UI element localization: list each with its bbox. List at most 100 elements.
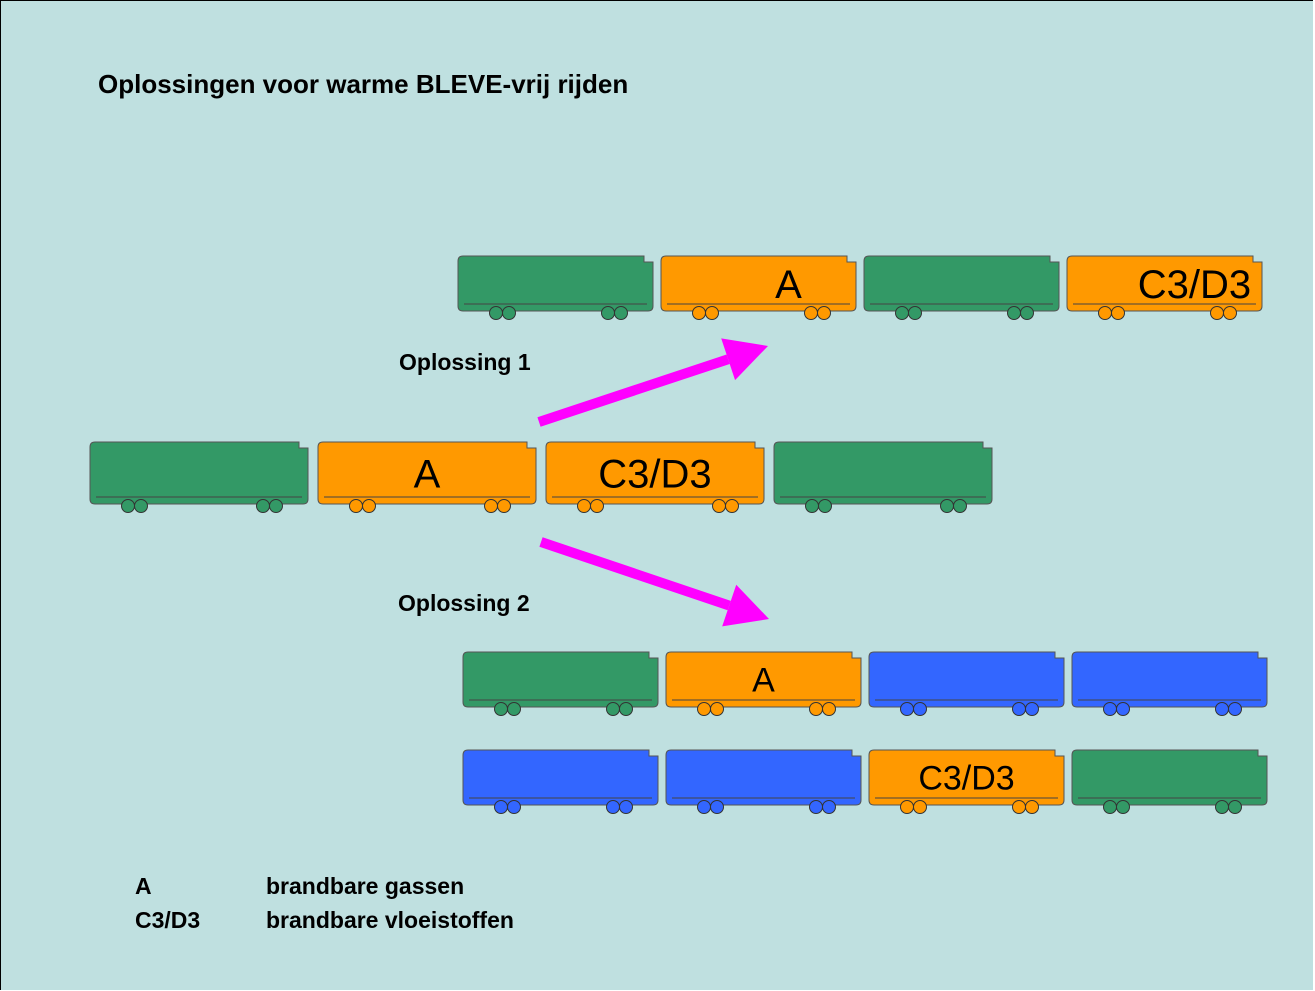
wheel <box>1228 800 1242 814</box>
wagon-green <box>462 651 659 716</box>
wagon-body <box>462 651 659 708</box>
wagon-blue <box>462 749 659 814</box>
wheel <box>1116 702 1130 716</box>
wheel <box>502 306 516 320</box>
wheel <box>809 800 823 814</box>
wagon-label: C3/D3 <box>918 760 1014 798</box>
wheel <box>494 702 508 716</box>
oplossing-2-label: Oplossing 2 <box>398 590 530 616</box>
wagon-orange-a: A <box>660 255 857 320</box>
wagon-label: C3/D3 <box>1138 263 1251 307</box>
wheel <box>577 499 591 513</box>
wagon-body <box>665 651 862 708</box>
wagon-body <box>773 441 993 505</box>
wheel <box>1098 306 1112 320</box>
wheel <box>804 306 818 320</box>
wagon-blue <box>868 651 1065 716</box>
wagon-body <box>545 441 765 505</box>
wagon-label: A <box>752 662 775 700</box>
wheel <box>822 800 836 814</box>
wheel <box>805 499 819 513</box>
wheel <box>712 499 726 513</box>
wagon-blue <box>1071 651 1268 716</box>
legend-code: A <box>135 873 152 899</box>
wheel <box>619 800 633 814</box>
wheel <box>134 499 148 513</box>
wheel <box>725 499 739 513</box>
wheel <box>1215 800 1229 814</box>
arrow-head <box>722 584 769 627</box>
legend-description: brandbare gassen <box>266 873 465 899</box>
wheel <box>1210 306 1224 320</box>
train-oplossing-2-train-a: A <box>462 651 1268 716</box>
wagon-orange-c3-d3: C3/D3 <box>868 749 1065 814</box>
wheel <box>697 702 711 716</box>
slide-title: Oplossingen voor warme BLEVE-vrij rijden <box>98 69 629 99</box>
wagon-label: A <box>775 263 802 307</box>
wagon-green <box>89 441 309 513</box>
wagon-body <box>1071 651 1268 708</box>
arrow-shaft <box>537 354 730 427</box>
wagon-orange-a: A <box>317 441 537 513</box>
wheel <box>1007 306 1021 320</box>
wheel <box>809 702 823 716</box>
wagon-body <box>868 749 1065 806</box>
wheel <box>601 306 615 320</box>
wheel <box>908 306 922 320</box>
train-oplossing-1: A C3/D3 <box>457 255 1263 320</box>
wheel <box>940 499 954 513</box>
train-oplossing-2-train-b: C3/D3 <box>462 749 1268 814</box>
wheel <box>1228 702 1242 716</box>
wheel <box>1116 800 1130 814</box>
wagon-orange-c3-d3: C3/D3 <box>545 441 765 513</box>
wheel <box>697 800 711 814</box>
wheel <box>614 306 628 320</box>
wagon-body <box>863 255 1060 312</box>
arrow-oplossing-2 <box>539 537 769 627</box>
wheel <box>362 499 376 513</box>
wheel <box>818 499 832 513</box>
wheel <box>349 499 363 513</box>
wheel <box>900 702 914 716</box>
wheel <box>484 499 498 513</box>
wagon-body <box>457 255 654 312</box>
wagon-green <box>773 441 993 513</box>
wagon-label: C3/D3 <box>598 452 711 496</box>
wheel <box>817 306 831 320</box>
legend-description: brandbare vloeistoffen <box>266 907 514 933</box>
wagon-body <box>868 651 1065 708</box>
wagon-green <box>863 255 1060 320</box>
oplossing-1-label: Oplossing 1 <box>399 349 531 375</box>
wagon-orange-c3-d3: C3/D3 <box>1066 255 1263 320</box>
wheel <box>1223 306 1237 320</box>
wheel <box>1012 702 1026 716</box>
wheel <box>953 499 967 513</box>
wagon-blue <box>665 749 862 814</box>
wheel <box>913 800 927 814</box>
wheel <box>497 499 511 513</box>
wheel <box>895 306 909 320</box>
wheel <box>710 800 724 814</box>
wheel <box>1025 800 1039 814</box>
wheel <box>489 306 503 320</box>
wheel <box>1111 306 1125 320</box>
wagon-body <box>462 749 659 806</box>
wheel <box>269 499 283 513</box>
wheel <box>1103 800 1117 814</box>
wheel <box>619 702 633 716</box>
arrow-oplossing-1 <box>537 338 768 427</box>
wagon-body <box>317 441 537 505</box>
wheel <box>606 800 620 814</box>
wagon-body <box>665 749 862 806</box>
wheel <box>710 702 724 716</box>
arrow-shaft <box>539 537 731 611</box>
wheel <box>256 499 270 513</box>
wheel <box>494 800 508 814</box>
wheel <box>1025 702 1039 716</box>
wheel <box>507 800 521 814</box>
wagon-green <box>1071 749 1268 814</box>
